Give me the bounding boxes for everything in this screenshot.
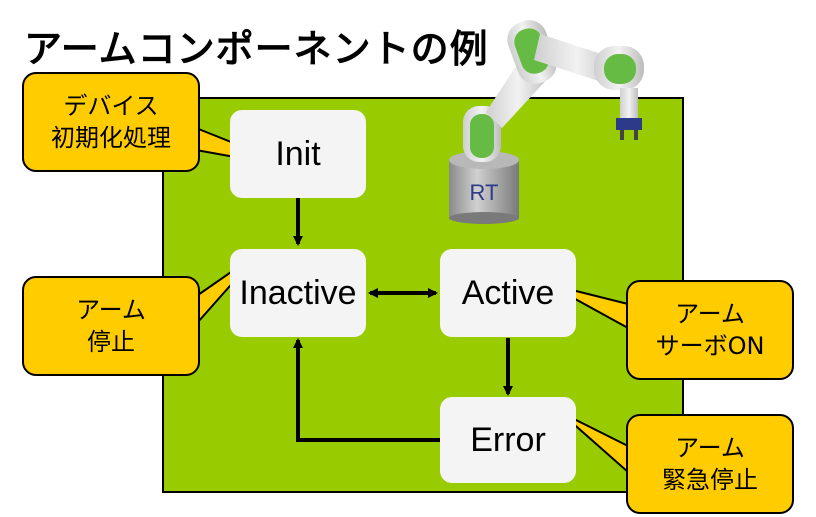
state-inactive: Inactive <box>230 249 366 337</box>
callout-init-line-2: 初期化処理 <box>51 124 171 152</box>
page-title: アームコンポーネントの例 <box>24 27 489 71</box>
callout-init: デバイス 初期化処理 <box>22 72 200 172</box>
callout-error-line-1: アーム <box>675 434 745 462</box>
callout-active: アーム サーボON <box>626 280 794 380</box>
arrow-error-to-inactive <box>293 338 440 442</box>
state-active: Active <box>440 249 576 337</box>
robot-arm-illustration <box>449 20 644 224</box>
callout-init-line-1: デバイス <box>63 92 159 120</box>
callout-active-line-2: サーボON <box>655 332 765 360</box>
state-error: Error <box>440 397 576 483</box>
callout-active-line-1: アーム <box>675 300 745 328</box>
state-init: Init <box>230 110 366 198</box>
robot-base-label: RT <box>470 180 499 205</box>
callout-inactive-line-2: 停止 <box>87 328 135 356</box>
callout-inactive: アーム 停止 <box>22 276 200 376</box>
callout-error-line-2: 緊急停止 <box>662 466 758 494</box>
callout-error: アーム 緊急停止 <box>626 414 794 514</box>
callout-inactive-line-1: アーム <box>76 296 146 324</box>
